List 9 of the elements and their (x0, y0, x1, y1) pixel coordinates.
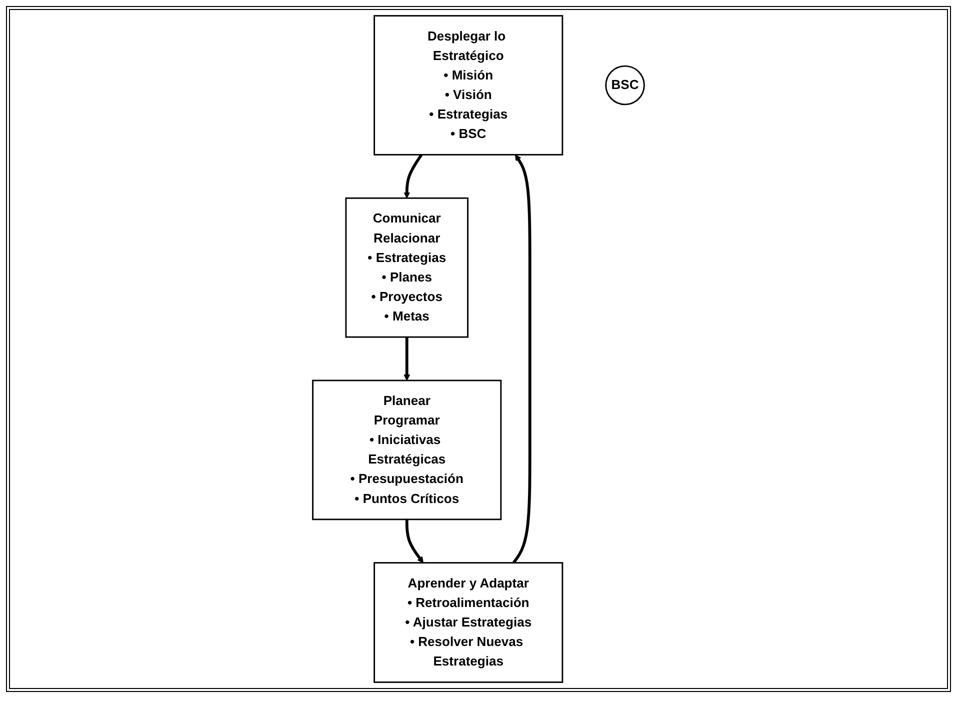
node-box: Aprender y Adaptar • Retroalimentación • Ajustar Estrategias • Resolver Nuevas Estrategias (374, 562, 564, 683)
node-box: Desplegar lo Estratégico • Misión • Visión • Estrategias • BSC (374, 15, 564, 156)
node-box: Comunicar Relacionar • Estrategias • Planes • Proyectos • Metas (345, 197, 468, 338)
arrow (405, 519, 424, 564)
arrow (404, 337, 410, 381)
arrow (404, 154, 423, 198)
node-box: Planear Programar • Iniciativas Estratégicas • Presupuestación • Puntos Críticos (312, 380, 502, 520)
node-circle: BSC (605, 65, 645, 106)
arrow (512, 154, 532, 564)
